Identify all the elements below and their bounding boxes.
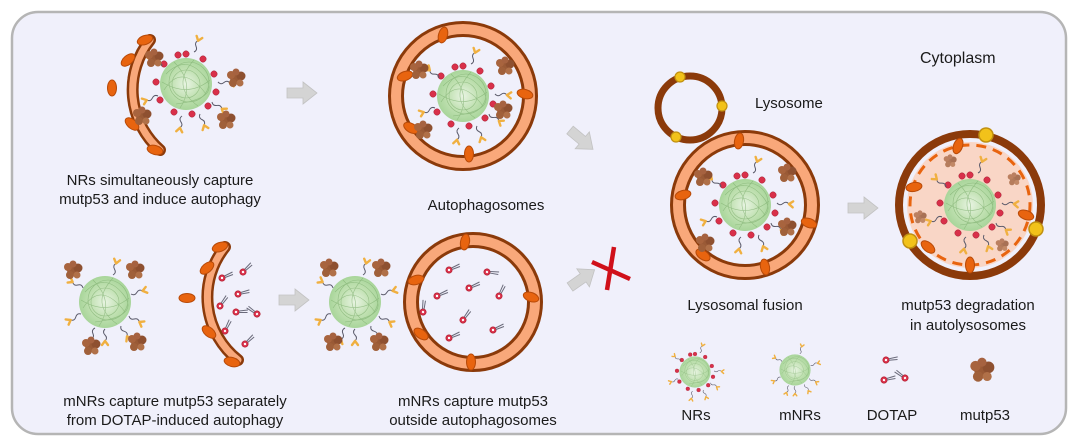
legend-item-dotap: DOTAP <box>867 352 918 424</box>
step4-caption-line1: mutp53 degradation <box>901 297 1034 314</box>
autolysosome <box>895 127 1045 280</box>
blocked-x-icon <box>591 246 631 291</box>
legend-item-mnrs: mNRs <box>771 344 821 424</box>
legend-item-mutp53: mutp53 <box>960 357 1010 424</box>
step3-caption: Lysosomal fusion <box>687 297 802 314</box>
mnr-step2-caption-line1: mNRs capture mutp53 <box>398 393 548 410</box>
fusing-autophagosome <box>670 130 820 280</box>
phagophore-with-dotap <box>178 239 262 369</box>
lysosome-label: Lysosome <box>755 95 823 112</box>
legend-label: DOTAP <box>867 407 918 424</box>
legend-item-nrs: NRs <box>669 343 724 424</box>
legend-label: NRs <box>681 407 710 424</box>
cytoplasm-label: Cytoplasm <box>920 50 996 67</box>
step2-caption: Autophagosomes <box>428 197 545 214</box>
legend: NRs mNRs DOTAP mutp53 <box>669 343 1010 424</box>
cytoplasm-panel <box>10 10 1068 436</box>
step1-caption-line1: NRs simultaneously capture <box>67 172 254 189</box>
step4-caption-line2: in autolysosomes <box>910 317 1026 334</box>
phagophore-with-nr <box>107 32 246 157</box>
mnr-step2-caption-line2: outside autophagosomes <box>389 412 557 429</box>
autophagosome-with-nr <box>388 21 538 171</box>
step1-caption-line2: mutp53 and induce autophagy <box>59 191 261 208</box>
lysosome <box>654 71 728 144</box>
autophagosome-with-dotap <box>403 232 543 372</box>
legend-label: mutp53 <box>960 407 1010 424</box>
legend-label: mNRs <box>779 407 821 424</box>
mnr-step1-caption-line2: from DOTAP-induced autophagy <box>67 412 284 429</box>
mnr-step1-caption-line1: mNRs capture mutp53 separately <box>63 393 287 410</box>
